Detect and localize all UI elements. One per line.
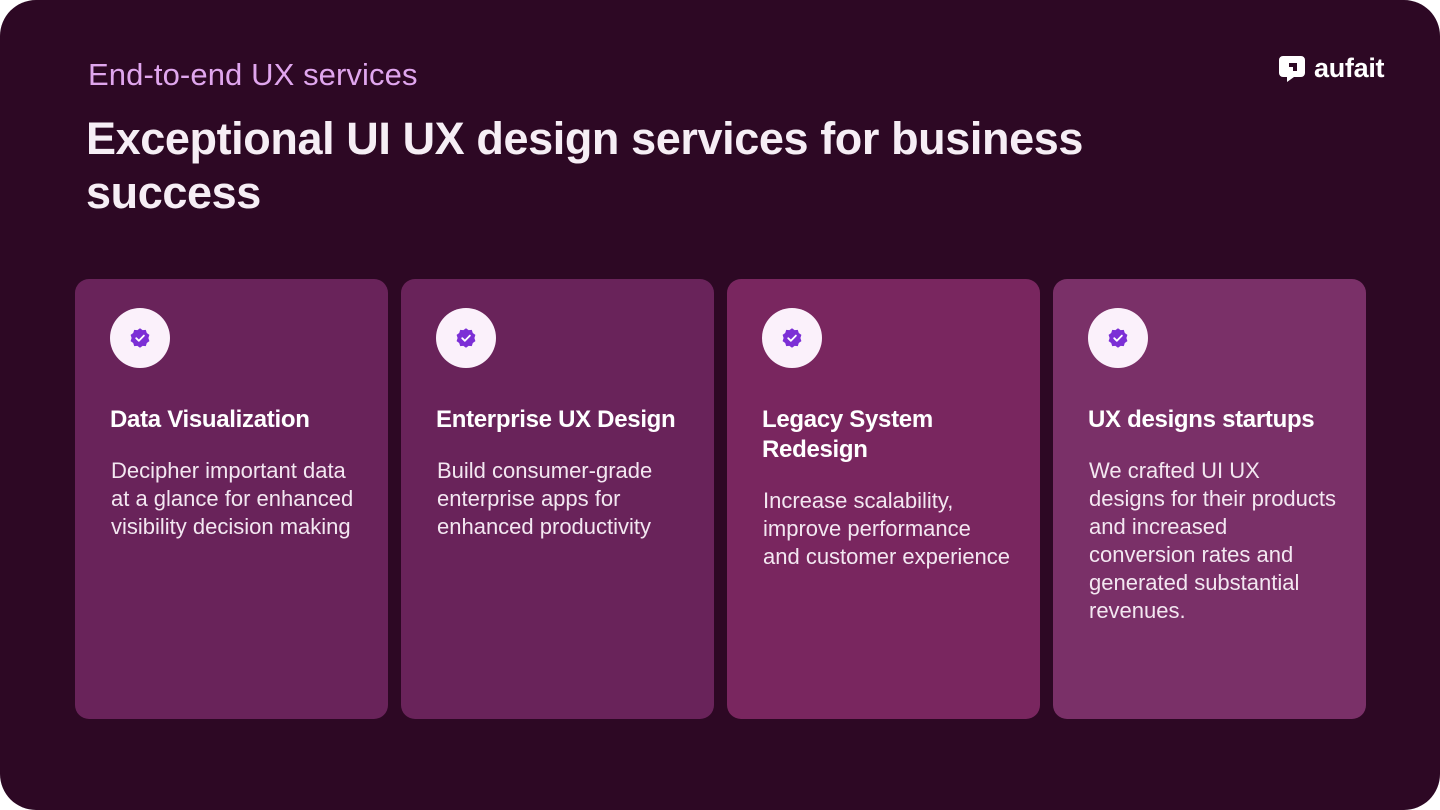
service-card-data-visualization[interactable]: Data Visualization Decipher important da…: [75, 279, 388, 719]
card-title: Enterprise UX Design: [436, 406, 676, 433]
card-title: UX designs startups: [1088, 406, 1315, 433]
service-card-legacy-system-redesign[interactable]: Legacy System Redesign Increase scalabil…: [727, 279, 1040, 719]
card-description: Increase scalability, improve performanc…: [763, 488, 1011, 569]
card-description: Build consumer-grade enterprise apps for…: [437, 458, 653, 539]
card-title: Data Visualization: [110, 406, 310, 433]
card-description: We crafted UI UX designs for their produ…: [1089, 458, 1337, 623]
card-title: Legacy System Redesign: [762, 406, 933, 463]
aufait-logo-icon: [1279, 56, 1305, 82]
service-card-enterprise-ux-design[interactable]: Enterprise UX Design Build consumer-grad…: [401, 279, 714, 719]
badge-holder: [1088, 308, 1148, 368]
badge-holder: [762, 308, 822, 368]
verified-badge-icon: [130, 328, 150, 348]
brand-name: aufait: [1314, 53, 1385, 83]
badge-holder: [110, 308, 170, 368]
verified-badge-icon: [1108, 328, 1128, 348]
page-title: Exceptional UI UX design services for bu…: [86, 113, 1083, 218]
section-eyebrow: End-to-end UX services: [88, 57, 418, 92]
brand-logo[interactable]: aufait: [1277, 51, 1385, 85]
verified-badge-icon: [456, 328, 476, 348]
verified-badge-icon: [782, 328, 802, 348]
badge-holder: [436, 308, 496, 368]
service-card-ux-designs-startups[interactable]: UX designs startups We crafted UI UX des…: [1053, 279, 1366, 719]
card-description: Decipher important data at a glance for …: [111, 458, 354, 539]
